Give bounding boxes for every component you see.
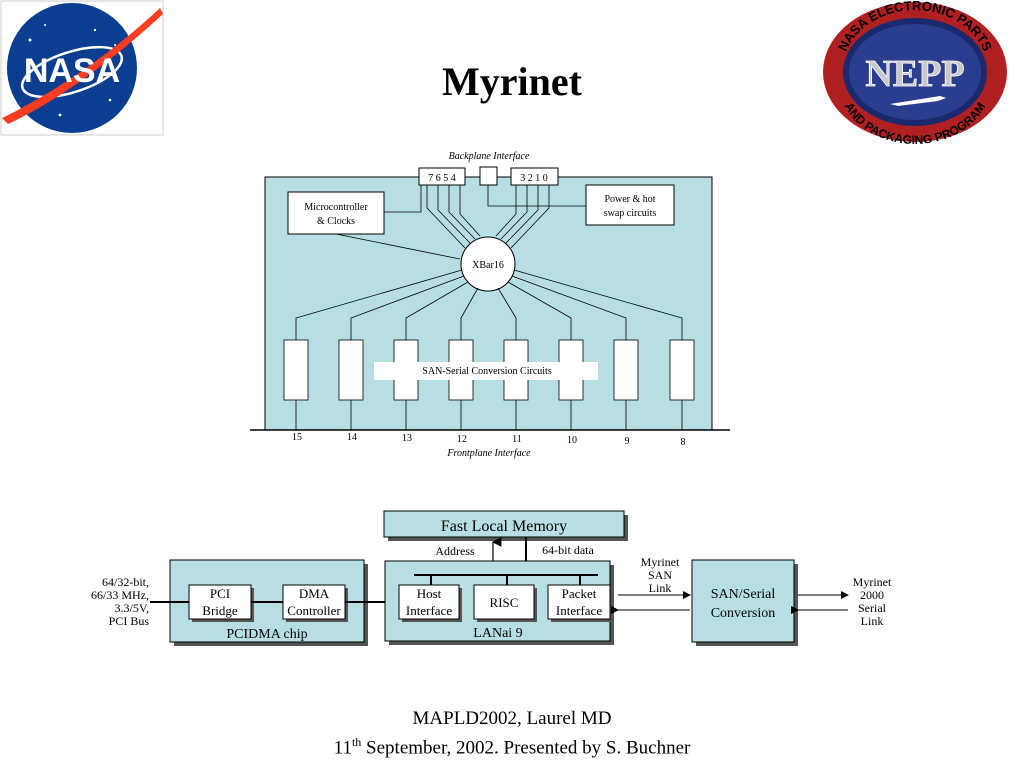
port-group-left-box xyxy=(418,167,466,186)
dma-controller-box xyxy=(282,584,346,620)
front-module-14 xyxy=(338,339,364,401)
pcidma-chip-label: PCIDMA chip xyxy=(226,627,307,642)
risc-label: RISC xyxy=(490,595,519,610)
front-module-8 xyxy=(669,339,695,401)
nasa-logo-text: NASA xyxy=(24,52,120,90)
microcontroller-label-2: & Clocks xyxy=(317,216,355,227)
front-port-11: 11 xyxy=(512,434,522,445)
front-port-12: 12 xyxy=(457,434,467,445)
host-interface-label-1: Host xyxy=(417,586,442,601)
front-module-9 xyxy=(613,339,639,401)
san-serial-conversion-box xyxy=(691,559,795,643)
front-port-10: 10 xyxy=(567,435,577,446)
footer-line-1: MAPLD2002, Laurel MD xyxy=(412,708,612,729)
slide-title: Myrinet xyxy=(442,59,582,104)
san-serial-conversion-label-2: Conversion xyxy=(711,606,776,621)
front-port-9: 9 xyxy=(625,436,630,447)
power-label-2: swap circuits xyxy=(604,208,657,219)
packet-interface-box xyxy=(547,584,611,620)
lanai-diagram: Fast Local Memory Address 64-bit data PC… xyxy=(91,510,892,646)
backplane-label: Backplane Interface xyxy=(449,151,530,162)
fast-local-memory-box xyxy=(383,510,625,538)
myrinet-serial-line-4: Link xyxy=(861,614,884,628)
data-label: 64-bit data xyxy=(542,543,594,557)
pci-bus-line-1: 64/32-bit, xyxy=(102,575,149,589)
footer-date-day: 11 xyxy=(333,737,352,759)
san-serial-band xyxy=(374,362,598,380)
port-group-right-label: 3 2 1 0 xyxy=(520,173,548,184)
nepp-logo: NASA ELECTRONIC PARTS AND PACKAGING PROG… xyxy=(823,0,1007,144)
microcontroller-label-1: Microcontroller xyxy=(304,202,368,213)
nasa-logo: NASA xyxy=(0,0,164,136)
nepp-logo-text: NEPP xyxy=(865,53,964,95)
myrinet-san-line-2: SAN xyxy=(648,568,672,582)
myrinet-serial-line-1: Myrinet xyxy=(853,575,892,589)
address-label: Address xyxy=(435,544,475,558)
power-box xyxy=(585,184,675,226)
pci-bridge-label-1: PCI xyxy=(210,586,230,601)
front-port-8: 8 xyxy=(681,437,686,448)
xbar16-label: XBar16 xyxy=(472,260,504,271)
host-interface-box xyxy=(398,584,460,620)
front-port-15: 15 xyxy=(292,432,302,443)
xbar16-node xyxy=(460,236,516,292)
pci-bus-line-2: 66/33 MHz, xyxy=(91,588,149,602)
footer-date-rest: September, 2002. Presented by S. Buchner xyxy=(361,737,691,759)
front-port-14: 14 xyxy=(347,432,357,443)
myrinet-san-line-3: Link xyxy=(649,581,672,595)
front-port-13: 13 xyxy=(402,433,412,444)
pci-bridge-label-2: Bridge xyxy=(202,603,238,618)
port-center-box xyxy=(479,166,498,186)
xbar-diagram: Backplane Interface 7 6 5 4 3 2 1 0 Micr… xyxy=(250,151,730,459)
packet-interface-label-2: Interface xyxy=(556,603,602,618)
myrinet-serial-line-3: Serial xyxy=(858,601,887,615)
risc-box xyxy=(473,584,535,620)
frontplane-label: Frontplane Interface xyxy=(446,448,531,459)
myrinet-san-line-1: Myrinet xyxy=(641,555,680,569)
host-interface-label-2: Interface xyxy=(406,603,452,618)
dma-label-1: DMA xyxy=(299,586,330,601)
footer-line-2: 11th September, 2002. Presented by S. Bu… xyxy=(0,735,1024,759)
san-serial-label: SAN-Serial Conversion Circuits xyxy=(422,366,552,377)
san-serial-conversion-label-1: SAN/Serial xyxy=(711,587,776,602)
front-module-15 xyxy=(283,339,309,401)
microcontroller-box xyxy=(287,191,385,235)
power-label-1: Power & hot xyxy=(604,194,655,205)
packet-interface-label-1: Packet xyxy=(562,586,597,601)
pci-bus-line-4: PCI Bus xyxy=(109,614,150,628)
footer-date-suffix: th xyxy=(351,735,362,749)
pci-bus-line-3: 3.3/5V, xyxy=(115,601,149,615)
myrinet-serial-line-2: 2000 xyxy=(860,588,884,602)
lanai9-label: LANai 9 xyxy=(473,626,522,641)
fast-local-memory-label: Fast Local Memory xyxy=(441,518,567,535)
port-group-left-label: 7 6 5 4 xyxy=(428,173,456,184)
dma-label-2: Controller xyxy=(287,603,341,618)
port-group-right-box xyxy=(510,167,559,186)
